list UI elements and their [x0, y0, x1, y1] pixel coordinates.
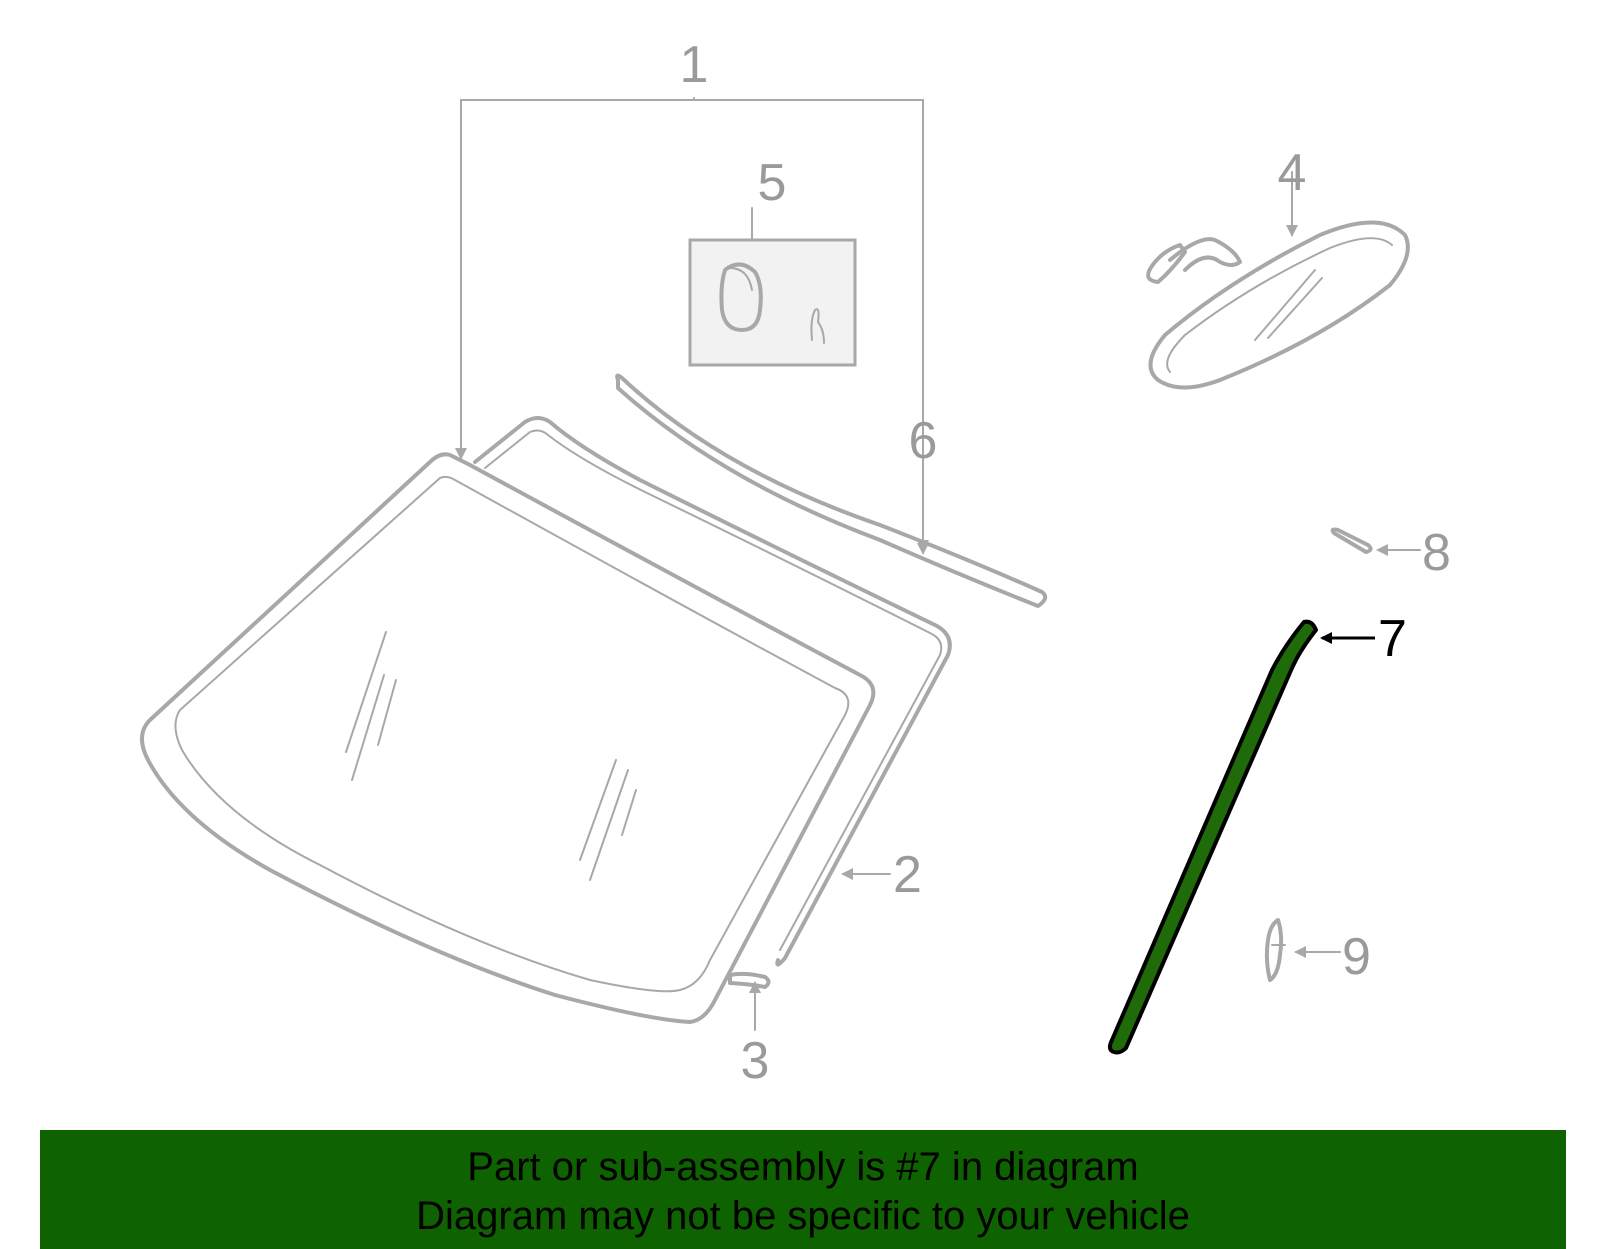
clip-part-9	[1264, 918, 1341, 982]
callout-4: 4	[1278, 144, 1307, 202]
banner-line-disclaimer: Diagram may not be specific to your vehi…	[416, 1193, 1190, 1238]
callout-1-leader	[455, 97, 929, 552]
callout-6: 6	[909, 412, 938, 470]
callout-7: 7	[1378, 610, 1407, 668]
clip-part-8	[1330, 527, 1421, 556]
callout-5: 5	[758, 154, 787, 212]
upper-moulding	[615, 373, 1048, 608]
pillar-garnish-part-7	[1107, 619, 1375, 1055]
callout-3: 3	[741, 1032, 770, 1090]
windshield-dam-seal	[473, 416, 952, 967]
sensor-kit-box	[688, 207, 857, 367]
windshield-glass	[140, 452, 876, 1024]
callout-9: 9	[1342, 928, 1371, 986]
rearview-mirror	[1146, 171, 1410, 390]
banner-line-part: Part or sub-assembly is #7 in diagram	[467, 1144, 1139, 1189]
spacer-part	[728, 971, 771, 989]
parts-diagram: 1 2 3 4 5 6 7 8 9	[140, 36, 1451, 1090]
callout-1: 1	[680, 36, 709, 94]
callout-8: 8	[1422, 524, 1451, 582]
part-info-banner: Part or sub-assembly is #7 in diagram Di…	[40, 1130, 1566, 1249]
callout-2: 2	[893, 846, 922, 904]
